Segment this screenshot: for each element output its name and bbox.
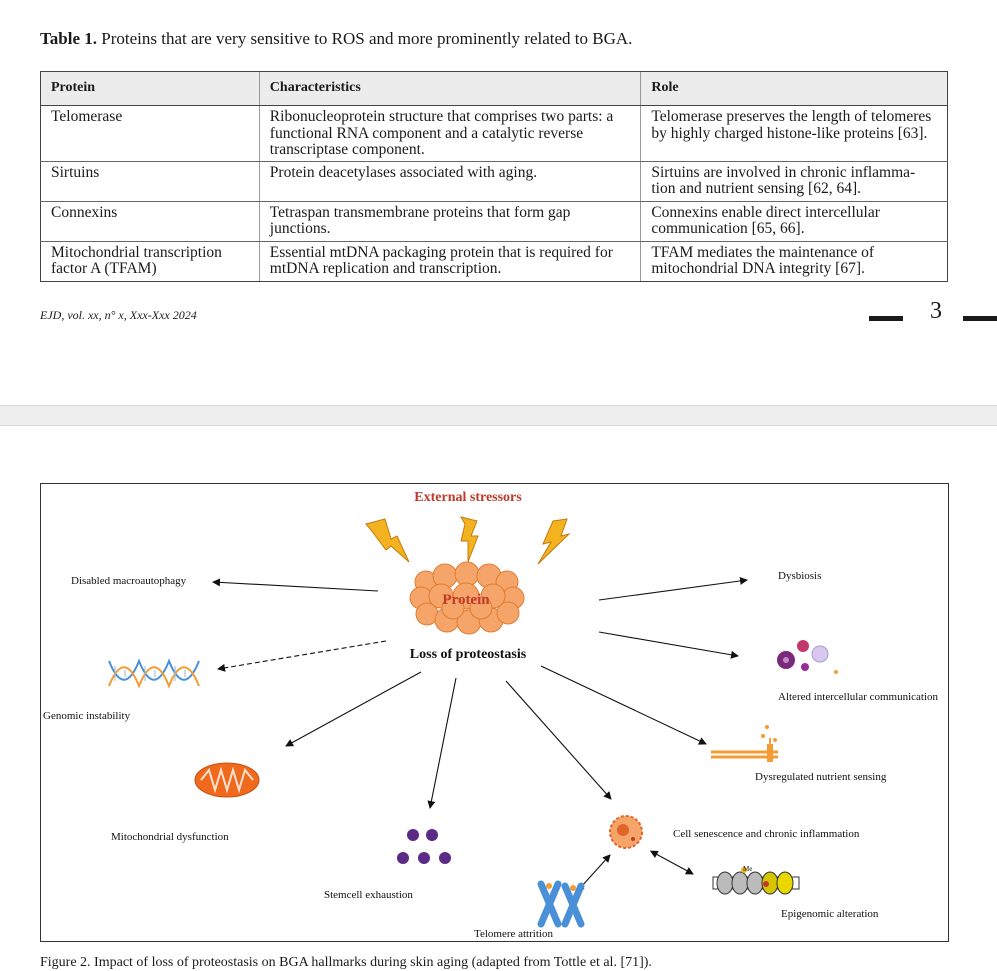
figure-2: External stressors Protein Loss of prote… <box>40 483 949 942</box>
label-communication: Altered intercellular communication <box>778 691 939 703</box>
table-row: Sirtuins Protein deacetylases associated… <box>40 161 948 202</box>
page-separator <box>0 405 997 426</box>
cell-protein: Sirtuins <box>40 161 260 202</box>
table-row: Telomerase Ribonucleoprotein structure t… <box>40 105 948 162</box>
arrows <box>212 576 748 893</box>
lightning-icon <box>365 518 410 563</box>
label-telomere: Telomere attrition <box>474 928 553 940</box>
table-row: Connexins Tetraspan transmembrane protei… <box>40 201 948 242</box>
cell-characteristics: Tetraspan transmembrane proteins that fo… <box>258 201 641 242</box>
label-mitochondrial: Mitochondrial dysfunction <box>111 831 229 843</box>
cell-characteristics: Essential mtDNA packaging protein that i… <box>258 241 641 282</box>
label-dysbiosis: Dysbiosis <box>778 570 821 582</box>
cell-role: Connexins enable direct intercellular co… <box>640 201 948 242</box>
nucleosome-icon: Me <box>712 865 800 895</box>
cell-characteristics: Protein deacetylases associated with agi… <box>258 161 641 202</box>
cell-protein: Connexins <box>40 201 260 242</box>
cell-role: Sirtuins are involved in chronic inflamm… <box>640 161 948 202</box>
membrane-receptor-icon <box>711 725 778 762</box>
cell-protein: Telomerase <box>40 105 260 162</box>
immune-cells-icon <box>777 640 838 674</box>
chromosome-icon <box>537 880 585 928</box>
table-caption: Table 1. Proteins that are very sensitiv… <box>40 29 632 49</box>
lightning-icon <box>459 516 479 563</box>
label-epigenomic: Epigenomic alteration <box>781 908 879 920</box>
table-caption-label: Table 1. <box>40 29 98 48</box>
page-rule-left <box>869 316 903 321</box>
table-row: Mitochondrial transcription factor A (TF… <box>40 241 948 282</box>
figure-title: External stressors <box>414 490 522 505</box>
journal-footer: EJD, vol. xx, n° x, Xxx-Xxx 2024 <box>40 308 197 322</box>
label-macroautophagy: Disabled macroautophagy <box>71 575 187 587</box>
cell-role: Telomerase preserves the length of telom… <box>640 105 948 162</box>
methyl-label: Me <box>743 865 752 873</box>
senescent-cell-icon <box>609 815 643 849</box>
header-role: Role <box>640 71 948 106</box>
figure-2-caption: Figure 2. Impact of loss of proteostasis… <box>40 955 652 970</box>
protein-label: Protein <box>442 592 490 608</box>
cell-characteristics: Ribonucleoprotein structure that compris… <box>258 105 641 162</box>
cell-protein: Mitochondrial transcription factor A (TF… <box>40 241 260 282</box>
label-nutrient: Dysregulated nutrient sensing <box>755 771 887 783</box>
page-top: Table 1. Proteins that are very sensitiv… <box>0 0 997 405</box>
figure-svg: External stressors Protein Loss of prote… <box>43 490 939 940</box>
page-rule-right <box>963 316 997 321</box>
page-number: 3 <box>930 298 942 324</box>
lightning-icon <box>537 518 571 565</box>
dna-helix-icon <box>108 658 200 689</box>
label-genomic-instability: Genomic instability <box>43 710 131 722</box>
header-protein: Protein <box>40 71 260 106</box>
mitochondrion-icon <box>194 762 260 798</box>
protein-cluster-icon <box>409 561 525 635</box>
table-caption-text: Proteins that are very sensitive to ROS … <box>101 29 633 48</box>
header-characteristics: Characteristics <box>258 71 641 106</box>
label-senescence: Cell senescence and chronic inflammation <box>673 828 860 840</box>
table-header-row: Protein Characteristics Role <box>40 71 948 106</box>
stemcell-icon <box>397 829 451 864</box>
center-caption: Loss of proteostasis <box>410 647 527 662</box>
proteins-table: Protein Characteristics Role Telomerase … <box>40 71 948 282</box>
cell-role: TFAM mediates the maintenance of mitocho… <box>640 241 948 282</box>
label-stemcell: Stemcell exhaustion <box>324 889 413 901</box>
